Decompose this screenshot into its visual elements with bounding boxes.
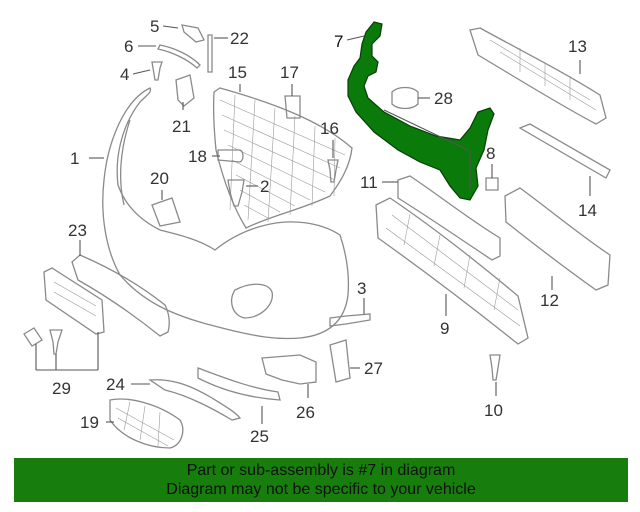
bracket-27-part[interactable]	[329, 339, 351, 383]
impact-bar-9-part[interactable]	[375, 197, 529, 345]
callout-7: 7	[334, 32, 343, 51]
callout-13: 13	[568, 37, 587, 56]
upper-grille-part[interactable]	[212, 87, 353, 229]
callout-9: 9	[440, 319, 449, 338]
support-bar-14-part[interactable]	[518, 123, 611, 179]
clip-16-part[interactable]	[327, 159, 339, 183]
callout-14: 14	[578, 201, 597, 220]
callout-29: 29	[52, 379, 71, 398]
callout-24: 24	[106, 375, 125, 394]
callout-4: 4	[120, 65, 129, 84]
trim-25-part[interactable]	[197, 367, 281, 401]
callout-3: 3	[357, 279, 366, 298]
bumper-cover-part[interactable]	[102, 87, 350, 340]
callout-8: 8	[486, 144, 495, 163]
callout-20: 20	[150, 169, 169, 188]
screw-4-part[interactable]	[151, 61, 163, 81]
license-bracket-part[interactable]	[43, 267, 105, 335]
lower-deflector-part[interactable]	[71, 254, 170, 337]
callout-28: 28	[434, 89, 453, 108]
screw-8-part[interactable]	[485, 177, 499, 191]
callout-26: 26	[296, 403, 315, 422]
absorber-11-part[interactable]	[397, 175, 501, 261]
callout-16: 16	[320, 119, 339, 138]
reinforcement-13-part[interactable]	[469, 27, 607, 125]
clip-2-part[interactable]	[227, 179, 245, 207]
callout-25: 25	[250, 427, 269, 446]
callout-10: 10	[484, 401, 503, 420]
absorber-12-part[interactable]	[504, 187, 611, 291]
highlighted-bracket-7-part[interactable]	[347, 21, 495, 201]
cap-29-part[interactable]	[23, 327, 43, 347]
parts-diagram: 1 2 3 4 5 6 7 8 9 10 11 12 13 14 15 16 1…	[23, 17, 611, 449]
clip-5-part[interactable]	[181, 24, 205, 43]
screw-10-part[interactable]	[489, 354, 501, 381]
callout-21: 21	[172, 117, 191, 136]
callout-6: 6	[124, 37, 133, 56]
molding-strip-part[interactable]	[157, 44, 201, 69]
callout-12: 12	[540, 291, 559, 310]
fog-grille-19-part[interactable]	[109, 398, 184, 449]
sensor-28-part[interactable]	[391, 86, 419, 110]
callout-22: 22	[230, 29, 249, 48]
callout-23: 23	[68, 221, 87, 240]
info-banner-line-2: Diagram may not be specific to your vehi…	[166, 481, 476, 498]
callout-11: 11	[360, 173, 378, 192]
callout-27: 27	[364, 359, 383, 378]
callout-5: 5	[150, 17, 159, 36]
clip-18-part[interactable]	[217, 149, 244, 163]
bracket-26-part[interactable]	[261, 354, 317, 385]
info-banner: Part or sub-assembly is #7 in diagram Di…	[14, 458, 628, 502]
rod-22-part[interactable]	[207, 34, 213, 73]
callout-19: 19	[80, 413, 99, 432]
callout-18: 18	[188, 147, 207, 166]
bracket-17-part[interactable]	[284, 95, 301, 119]
callout-1: 1	[70, 149, 79, 168]
callout-17: 17	[280, 63, 299, 82]
rivet-3-part[interactable]	[329, 313, 371, 327]
info-banner-line-1: Part or sub-assembly is #7 in diagram	[186, 462, 456, 479]
callout-15: 15	[228, 63, 247, 82]
callout-2: 2	[260, 177, 269, 196]
plug-20-part[interactable]	[151, 197, 181, 227]
bracket-21-part[interactable]	[175, 74, 195, 107]
screw-29-part[interactable]	[49, 329, 63, 355]
trim-24-part[interactable]	[148, 379, 242, 421]
